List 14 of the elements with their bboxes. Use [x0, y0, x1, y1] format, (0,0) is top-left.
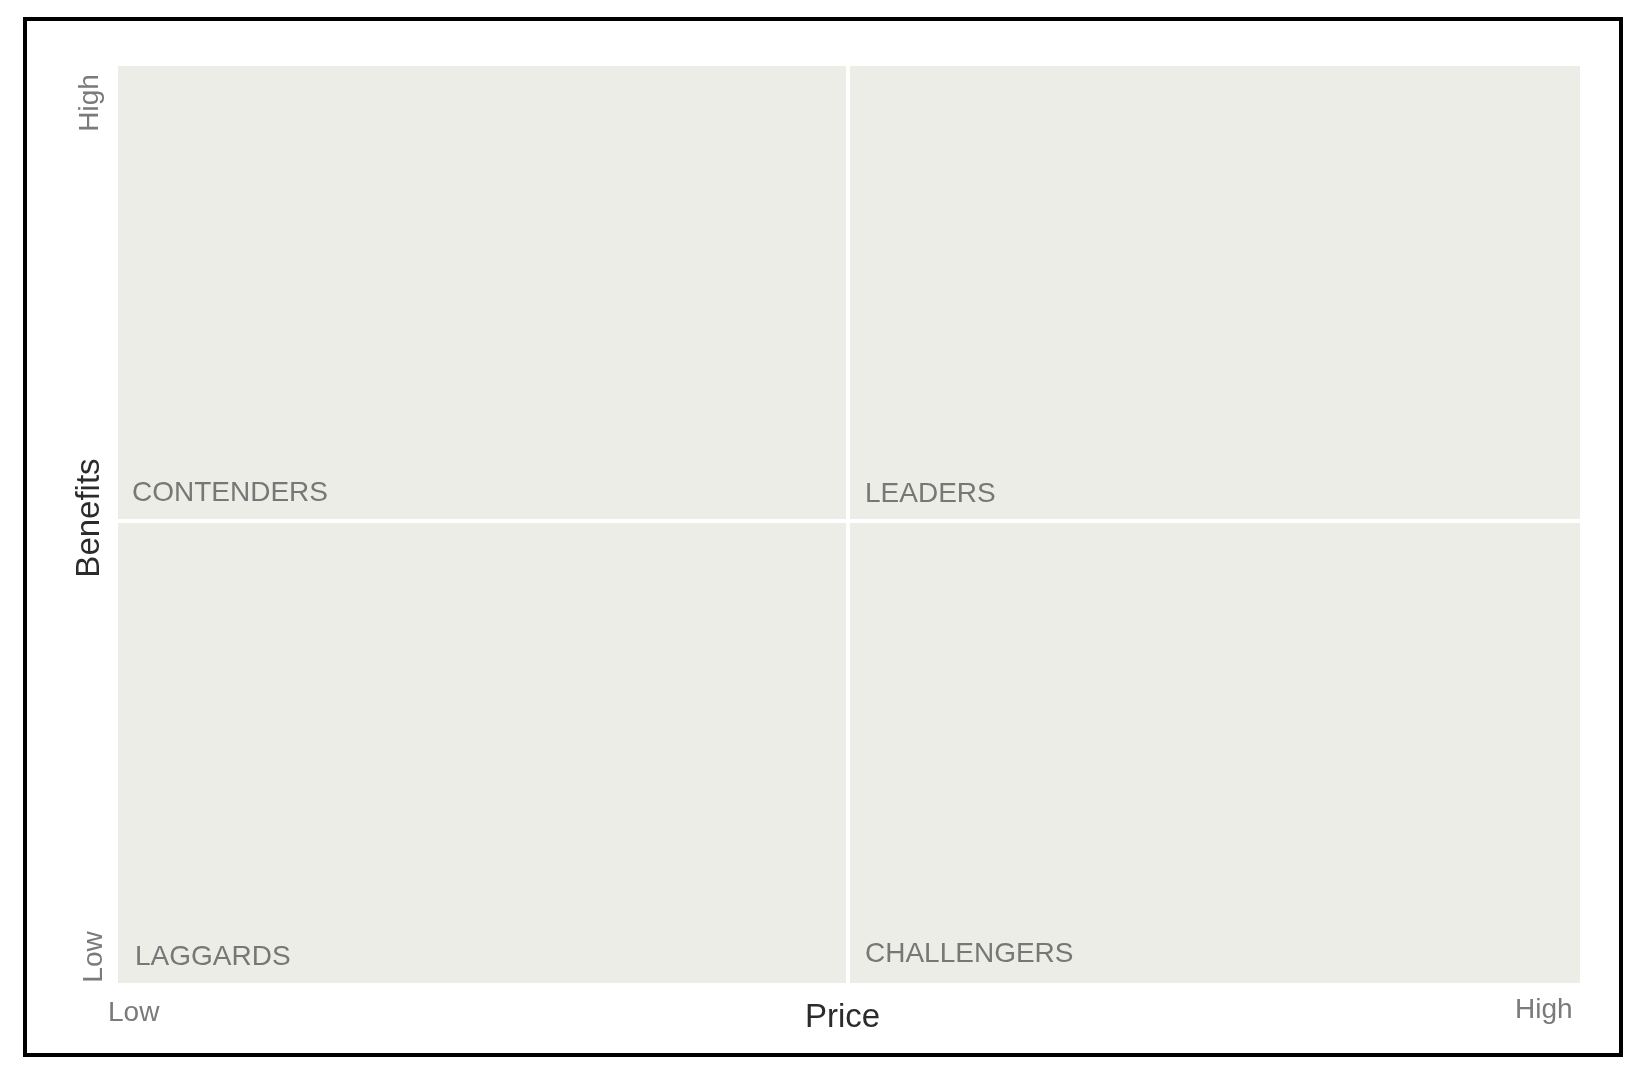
axis-tick-label: Low: [108, 998, 160, 1026]
axis-title: Price: [805, 999, 881, 1032]
quadrant: [118, 66, 846, 519]
axis-tick-label: High: [75, 74, 103, 132]
quadrant-label: CONTENDERS: [132, 478, 328, 506]
axis-tick-label: Low: [79, 931, 107, 983]
quadrant-label: CHALLENGERS: [865, 939, 1074, 967]
quadrant: [118, 523, 846, 983]
quadrant-label: LAGGARDS: [135, 942, 291, 970]
quadrant: [850, 523, 1580, 983]
quadrant-label: LEADERS: [865, 479, 996, 507]
axis-tick-label: High: [1515, 995, 1573, 1023]
axis-title: Benefits: [70, 458, 104, 578]
quadrant: [850, 66, 1580, 519]
